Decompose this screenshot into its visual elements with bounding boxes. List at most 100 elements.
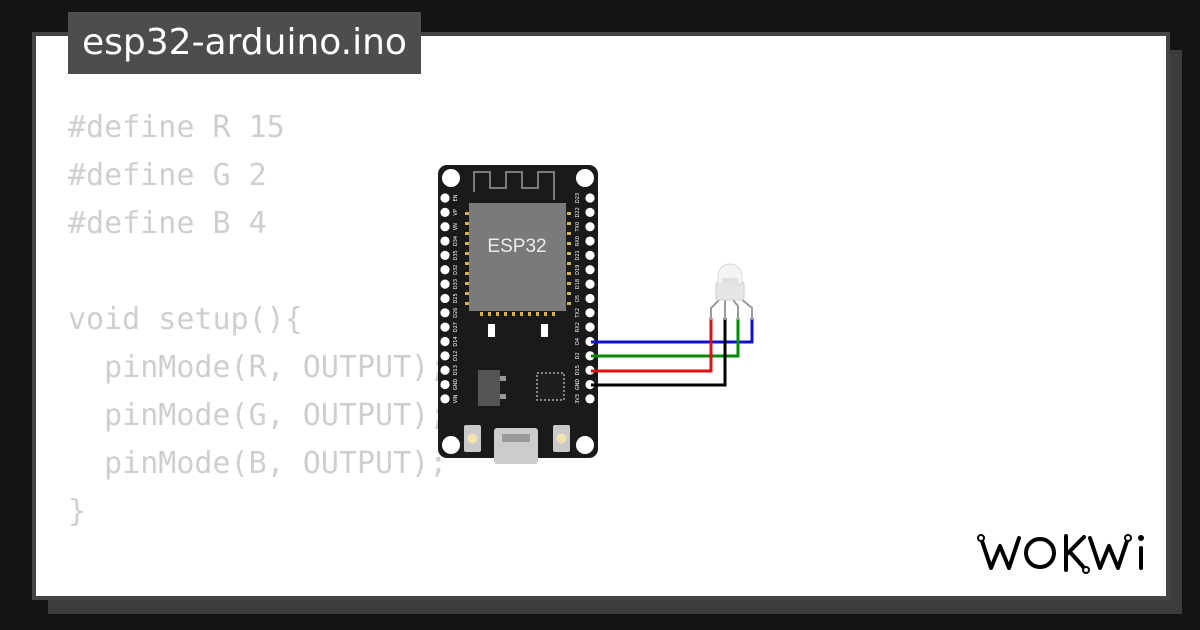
- code-line: pinMode(G, OUTPUT);: [68, 398, 448, 433]
- pin-d25[interactable]: [440, 293, 450, 304]
- pin-d14[interactable]: [440, 336, 450, 347]
- usb-uart-chip: [536, 372, 565, 401]
- pin-label: D18: [575, 279, 581, 289]
- esp32-board[interactable]: ESP32 ENVPVND34D35D32D33D25D26D27D14D12D…: [438, 165, 598, 464]
- pin-d4[interactable]: [585, 336, 595, 347]
- pin-vin[interactable]: [440, 394, 450, 404]
- voltage-regulator: [478, 370, 500, 406]
- pin-label: D32: [453, 265, 459, 275]
- esp32-module: [469, 203, 566, 311]
- code-line: #define G 2: [68, 158, 267, 193]
- right-pin-labels: D23D22TX0RX0D21D19D18D5TX2RX2D4D2D15GND3…: [575, 193, 581, 404]
- pin-tx2[interactable]: [585, 308, 595, 318]
- boot-button-cap: [556, 433, 567, 444]
- led-die: [722, 278, 738, 283]
- smd-component: [488, 324, 495, 337]
- pin-label: D2: [575, 352, 581, 359]
- micro-usb-slot: [502, 434, 530, 442]
- wire-blue[interactable]: [591, 318, 754, 344]
- micro-usb-port: [494, 428, 538, 464]
- pin-d32[interactable]: [440, 265, 450, 275]
- smd-component: [541, 324, 548, 337]
- wire-green[interactable]: [591, 318, 740, 358]
- pin-d13[interactable]: [440, 365, 450, 375]
- pin-label: VN: [453, 223, 459, 230]
- en-button-cap: [467, 433, 478, 444]
- pin-label: D13: [453, 365, 459, 375]
- pin-d12[interactable]: [440, 351, 450, 361]
- module-pads: [465, 212, 571, 316]
- mounting-hole: [442, 436, 460, 454]
- led-leg-green: [732, 299, 739, 320]
- pin-label: D19: [575, 265, 581, 275]
- pin-label: D33: [453, 279, 459, 289]
- pin-d35[interactable]: [440, 250, 450, 260]
- pin-label: D15: [575, 365, 581, 375]
- code-line: #define R 15: [68, 110, 285, 145]
- pin-label: 3V3: [575, 394, 581, 404]
- pin-d2[interactable]: [585, 351, 595, 361]
- pin-vn[interactable]: [440, 222, 450, 232]
- mounting-hole: [442, 169, 460, 187]
- pin-d27[interactable]: [440, 322, 450, 332]
- pin-label: D22: [575, 207, 581, 217]
- pin-d26[interactable]: [440, 308, 450, 318]
- rgb-led[interactable]: [710, 263, 753, 320]
- pin-label: GND: [575, 379, 581, 391]
- pin-label: D34: [453, 236, 459, 246]
- pin-tx0[interactable]: [585, 222, 595, 232]
- preview-card: [32, 32, 1170, 600]
- wires: [591, 318, 754, 387]
- pin-d5[interactable]: [585, 293, 595, 304]
- left-pin-header: [440, 193, 450, 404]
- pin-3v3[interactable]: [585, 394, 595, 404]
- wire-black[interactable]: [591, 318, 727, 387]
- code-preview: #define R 15 #define G 2 #define B 4 void s…: [68, 104, 447, 536]
- pin-label: D23: [575, 193, 581, 203]
- mounting-hole: [576, 169, 594, 187]
- pin-label: D12: [453, 351, 459, 361]
- pin-d19[interactable]: [585, 265, 595, 275]
- led-base: [715, 281, 745, 301]
- pin-vp[interactable]: [440, 207, 450, 217]
- mounting-hole: [576, 436, 594, 454]
- pin-label: D5: [575, 295, 581, 302]
- pin-label: D35: [453, 250, 459, 260]
- pin-d23[interactable]: [585, 193, 595, 203]
- pin-d21[interactable]: [585, 250, 595, 260]
- pin-gnd[interactable]: [440, 379, 450, 390]
- code-line: pinMode(B, OUTPUT);: [68, 446, 448, 481]
- pin-label: RX0: [575, 236, 581, 246]
- code-line: void setup(){: [68, 302, 303, 337]
- pin-en[interactable]: [440, 193, 450, 203]
- pin-d33[interactable]: [440, 279, 450, 289]
- chip-label: ESP32: [487, 236, 546, 257]
- pin-label: D27: [453, 322, 459, 332]
- left-pin-labels: ENVPVND34D35D32D33D25D26D27D14D12D13GNDV…: [453, 194, 459, 403]
- pin-label: D4: [575, 338, 581, 345]
- pin-label: TX0: [575, 222, 581, 233]
- pin-label: D26: [453, 308, 459, 318]
- led-leg-blue: [739, 297, 753, 320]
- pin-label: D25: [453, 293, 459, 303]
- pin-d18[interactable]: [585, 279, 595, 289]
- right-pin-header: [585, 193, 595, 404]
- code-line: #define B 4: [68, 206, 267, 241]
- pin-label: VP: [453, 209, 459, 215]
- wokwi-logo: [977, 534, 1144, 574]
- pin-label: GND: [453, 379, 459, 391]
- pin-rx2[interactable]: [585, 322, 595, 332]
- pin-label: D14: [453, 336, 459, 346]
- pin-d34[interactable]: [440, 236, 450, 246]
- pin-rx0[interactable]: [585, 236, 595, 246]
- code-line: pinMode(R, OUTPUT);: [68, 350, 448, 385]
- antenna-trace: [473, 171, 555, 200]
- filename-tab[interactable]: esp32-arduino.ino: [68, 12, 421, 74]
- pin-gnd[interactable]: [585, 379, 595, 390]
- pin-label: D21: [575, 250, 581, 260]
- led-leg-red: [710, 297, 722, 320]
- pin-label: TX2: [575, 308, 581, 319]
- pin-d22[interactable]: [585, 207, 595, 217]
- wire-red[interactable]: [591, 318, 713, 373]
